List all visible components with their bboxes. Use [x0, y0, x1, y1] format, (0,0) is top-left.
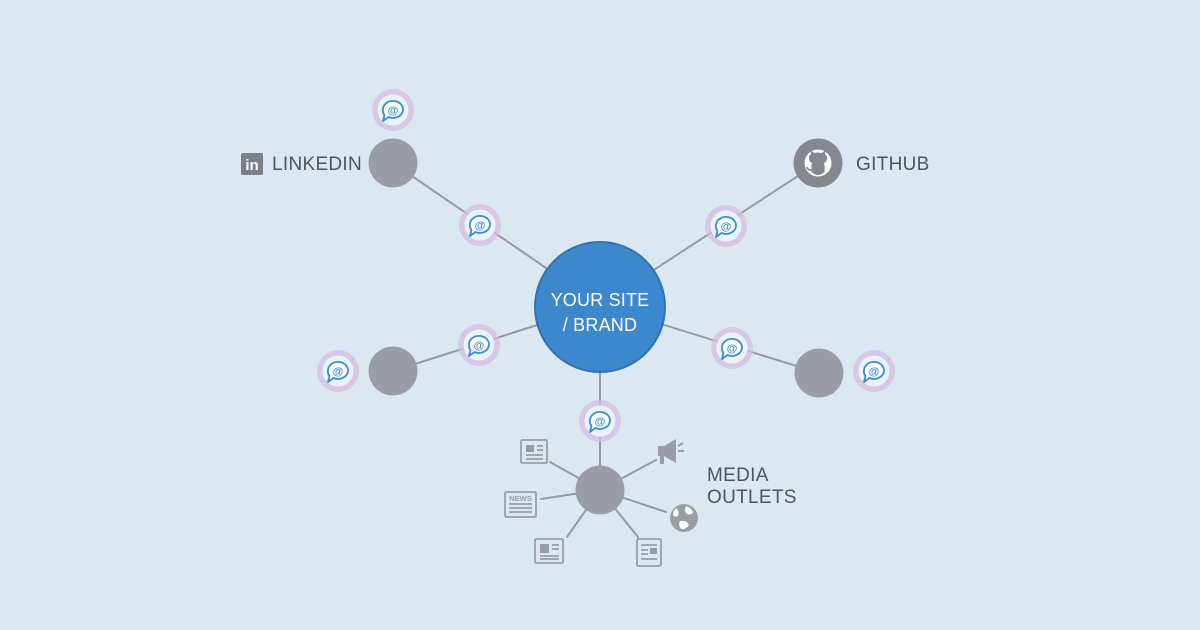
linkedin-node[interactable] [368, 138, 418, 188]
news-tag: NEWS [509, 494, 532, 503]
mention-glyph: @ [721, 221, 732, 233]
megaphone-icon[interactable] [658, 439, 684, 464]
linkedin-label: LINKEDIN [272, 154, 362, 175]
mention-bubble-icon[interactable]: @ [852, 349, 896, 393]
newspaper-icon[interactable] [520, 439, 548, 464]
mention-bubble-icon[interactable]: @ [316, 349, 360, 393]
globe-icon[interactable] [670, 504, 698, 532]
mention-glyph: @ [727, 343, 738, 355]
mention-glyph: @ [869, 366, 880, 378]
mention-glyph: @ [333, 366, 344, 378]
newspaper-icon[interactable] [534, 538, 564, 564]
linkedin-label-group[interactable]: in LINKEDIN [241, 153, 362, 175]
mention-bubble-icon[interactable]: @ [457, 323, 501, 367]
github-label[interactable]: GITHUB [856, 154, 930, 175]
center-node[interactable]: YOUR SITE / BRAND [534, 241, 666, 373]
media-outlets-node[interactable] [575, 465, 625, 515]
mention-bubble-icon[interactable]: @ [458, 203, 502, 247]
right-node[interactable] [794, 348, 844, 398]
mention-bubble-icon[interactable]: @ [704, 204, 748, 248]
linkedin-icon: in [241, 153, 263, 175]
center-label-line1: YOUR SITE [551, 290, 650, 310]
mention-glyph: @ [475, 220, 486, 232]
github-node[interactable] [793, 138, 843, 188]
linkedin-badge-text: in [245, 157, 258, 174]
center-label-line2: / BRAND [563, 315, 637, 335]
media-label-line2: OUTLETS [707, 487, 797, 508]
mention-glyph: @ [474, 340, 485, 352]
newspaper-icon[interactable] [636, 538, 662, 567]
mention-glyph: @ [595, 416, 606, 428]
mention-bubble-icon[interactable]: @ [371, 88, 415, 132]
media-label-line1: MEDIA [707, 465, 769, 486]
left-node[interactable] [368, 346, 418, 396]
newspaper-icon[interactable]: NEWS [504, 491, 537, 518]
mention-bubble-icon[interactable]: @ [578, 399, 622, 443]
github-icon [804, 149, 832, 177]
mention-glyph: @ [388, 105, 399, 117]
mention-bubble-icon[interactable]: @ [710, 326, 754, 370]
